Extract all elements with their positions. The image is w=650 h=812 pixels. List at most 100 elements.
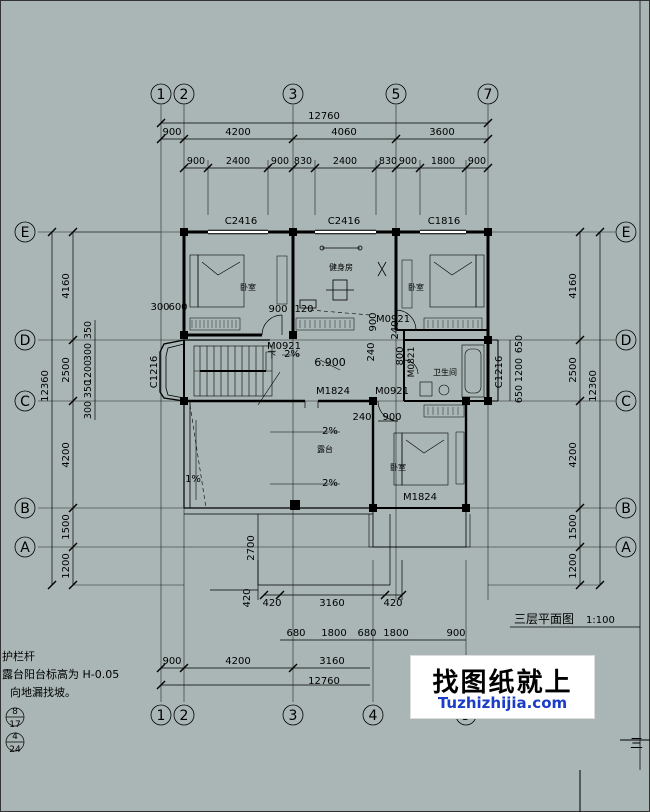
grid-top-bubble-circle [150,83,172,105]
grid-left-bubble: C [20,394,30,410]
dim-left-inner: 300 [83,343,94,361]
detail-markers [5,707,25,752]
dim-bottom-b: 680 [357,628,376,639]
door-label: M0821 [407,347,417,378]
overhang-dashed [189,309,371,509]
grid-left-bubble: D [20,333,31,349]
slope-arrows [195,354,341,500]
dim-240b: 240 [390,320,401,339]
grid-right-bubble-circle [615,390,637,412]
dim-120: 120 [294,304,313,315]
dim-bottom-c: 900 [162,656,181,667]
dim-800: 800 [395,346,406,365]
detail-ref: 4 [12,732,18,742]
watermark-url: Tuzhizhijia.com [437,694,568,712]
slope-label: 1% [185,474,201,485]
grid-left-bubble-circle [14,536,36,558]
dim-bottom-b: 680 [286,628,305,639]
grid-right-bubble: D [621,333,632,349]
dim-600: 600 [168,302,187,313]
dim-900b: 900 [368,312,379,331]
bath-fixtures [419,344,485,398]
dim-240c: 240 [352,412,371,423]
door-label: M0921 [375,386,409,397]
slope-label: 2% [322,426,338,437]
dim-bottom-a: 3160 [319,598,344,609]
grid-bottom-bubble-circle [362,704,384,726]
right-dimension-lines [488,227,605,590]
grid-top-bubble-circle [385,83,407,105]
north-window-frames [208,229,466,235]
dim-right-outer: 1200 [568,553,579,578]
dim-300: 300 [150,302,169,313]
room-bedroom: 卧室 [240,282,256,292]
grid-bottom-bubble: 4 [369,708,378,724]
dim-top-row1: 4060 [331,127,356,138]
window-label: C2416 [328,216,360,227]
dim-bottom-a: 420 [262,598,281,609]
grid-top-bubble-circle [477,83,499,105]
grid-right-bubble-circle [615,221,637,243]
left-dimension-lines [47,227,184,590]
watermark-chinese: 找图纸就上 [432,668,573,698]
dim-top-row2: 900 [399,156,417,167]
room-bedroom: 卧室 [390,462,406,472]
door-label: M1824 [316,386,350,397]
grid-right-bubble-circle [615,536,637,558]
dim-bottom-b: 1800 [321,628,346,639]
dim-top-row2: 830 [294,156,312,167]
gym-equipment [299,245,387,309]
staircase [193,345,275,397]
grid-top-bubble: 3 [289,87,298,103]
bottom-dimension-lines [156,560,466,690]
dim-top-total: 12760 [308,111,340,122]
grid-top-bubble: 2 [180,87,189,103]
grid-bottom-bubble-circle [150,704,172,726]
vertical-grid-lines [160,105,489,702]
dim-bottom-c: 3160 [319,656,344,667]
dim-top-row2: 1800 [431,156,455,167]
dim-right-inner: 650 [514,385,525,403]
window-label: C1816 [428,216,460,227]
room-terrace: 露台 [317,444,333,454]
dim-right-inner: 650 [514,335,525,353]
dim-420: 420 [242,588,253,607]
dim-bottom-a: 420 [383,598,402,609]
drawing-title: 三层平面图 [514,612,574,626]
dim-right-outer: 4200 [568,442,579,467]
grid-right-bubble: C [621,394,631,410]
grid-left-bubble: B [20,501,30,517]
grid-left-bubble: E [21,225,30,241]
dim-top-row2: 900 [468,156,486,167]
dim-left-outer: 4160 [61,273,72,298]
dim-right-total: 12360 [588,370,599,402]
room-gym: 健身房 [329,262,353,272]
grid-bottom-bubble: 2 [180,708,189,724]
dim-left-outer: 2500 [61,357,72,382]
dim-900c: 900 [382,412,401,423]
door-label: M0921 [267,341,301,352]
dim-left-outer: 1200 [61,553,72,578]
grid-bottom-bubble: 3 [289,708,298,724]
grid-top-bubble-circle [282,83,304,105]
dim-top-row1: 4200 [225,127,250,138]
stair-down-mark: 下 [267,351,276,361]
wardrobes [189,255,483,485]
grid-bottom-bubble: 1 [157,708,166,724]
wardrobe-hatching [191,320,479,415]
level-mark: 6.900 [314,356,346,369]
detail-ref: 24 [9,745,21,755]
grid-left-bubble-circle [14,221,36,243]
dim-top-row2: 900 [187,156,205,167]
grid-top-bubble: 7 [484,87,493,103]
dim-top-row1: 3600 [429,127,454,138]
grid-left-bubble-circle [14,497,36,519]
room-bathroom: 卫生间 [433,367,457,377]
note-line: 露台阳台标高为 H-0.05 [2,667,119,681]
dim-240a: 240 [366,342,377,361]
grid-right-bubble: A [621,540,631,556]
dim-bottom-b: 900 [446,628,465,639]
grid-left-bubble-circle [14,390,36,412]
